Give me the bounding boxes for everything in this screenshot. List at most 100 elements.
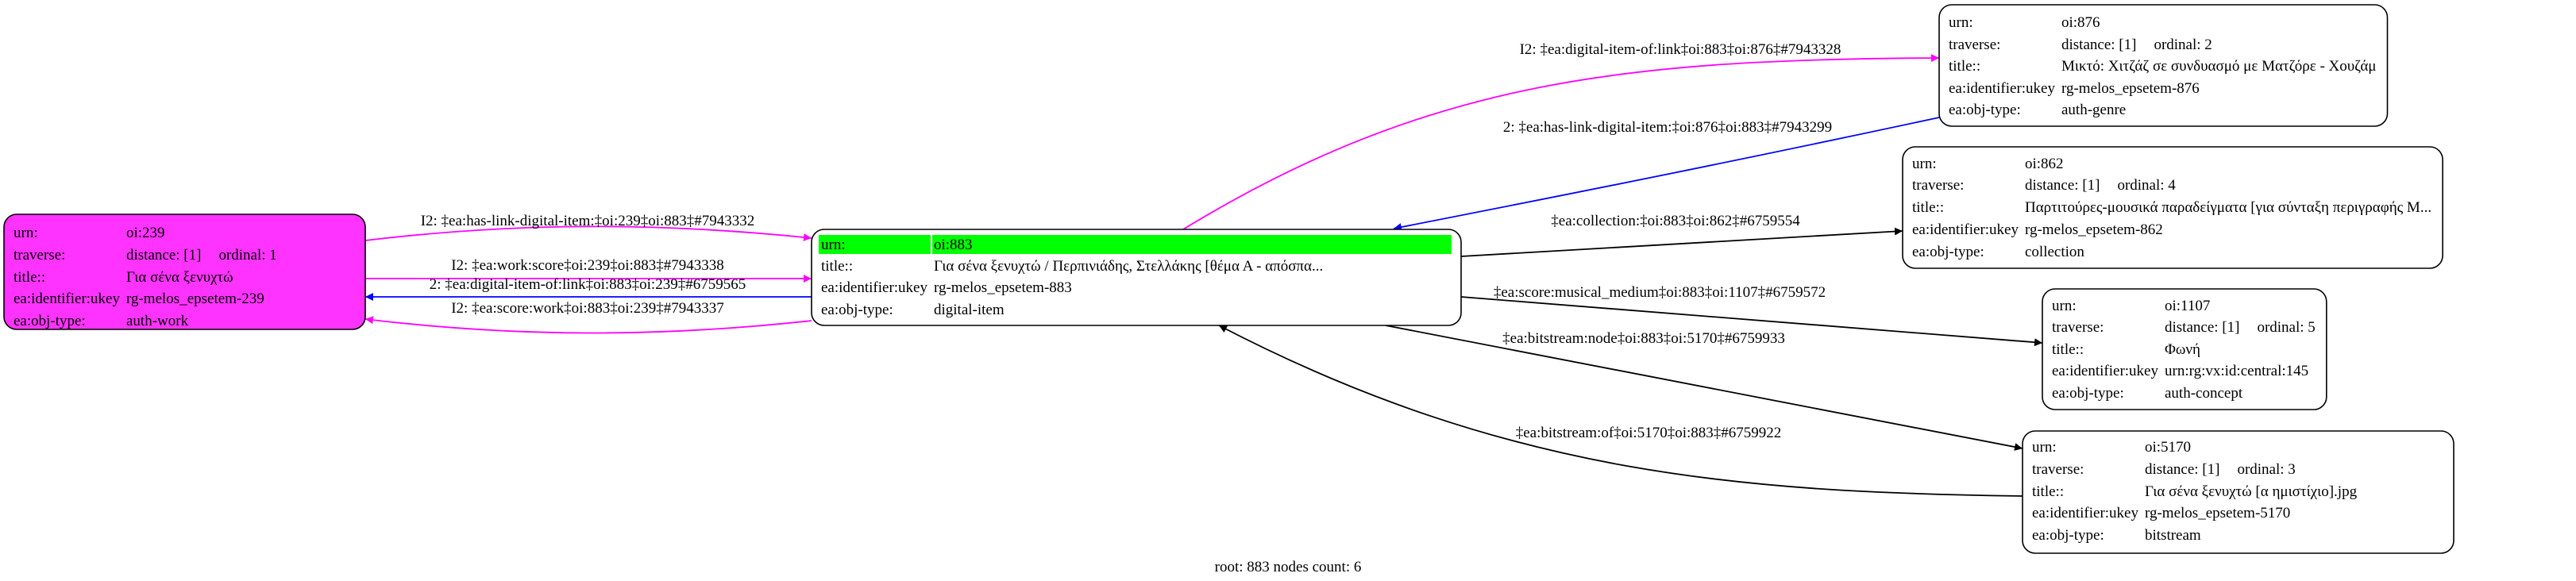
row-label: ea:identifier:ukey [2052, 363, 2158, 379]
row-label: traverse: [13, 247, 65, 264]
row-label: urn: [821, 237, 846, 253]
edge-883-to-239: I2: ‡ea:score:work‡oi:883‡oi:239‡#794333… [364, 300, 812, 334]
row-label: title:: [1912, 199, 1944, 216]
node-box [3, 214, 366, 330]
row-value: distance: [1] [2061, 37, 2136, 53]
nodes-layer: urn: oi:239 traverse: distance: [1] ordinal:… [3, 4, 2455, 554]
edge-label: ‡ea:collection:‡oi:883‡oi:862‡#6759554 [1551, 213, 1800, 229]
row-label: urn: [2052, 298, 2077, 314]
row-label: traverse: [2052, 319, 2104, 336]
edge-5170-to-883: ‡ea:bitstream:of‡oi:5170‡oi:883‡#6759922 [1218, 325, 2023, 497]
edge-line [1393, 117, 1940, 231]
edge-line [1218, 325, 2023, 497]
row-value: Για σένα ξενυχτώ / Περπινιάδης, Στελλάκη… [934, 258, 1323, 275]
row-label: urn: [1912, 156, 1937, 172]
footer-text: root: 883 nodes count: 6 [1215, 559, 1362, 575]
row-label: urn: [1949, 14, 1973, 31]
row-label: ea:obj-type: [1949, 102, 2021, 118]
edge-line [1182, 54, 1940, 230]
node-5170[interactable]: urn: oi:5170 traverse: distance: [1] ordinal… [2022, 430, 2455, 554]
edge-239-to-883: I2: ‡ea:work:score‡oi:239‡oi:883‡#794333… [365, 257, 812, 283]
row-label: ea:obj-type: [13, 313, 86, 329]
row-label: ea:obj-type: [1912, 244, 1984, 260]
row-label: ea:identifier:ukey [821, 279, 927, 296]
edge-883-to-5170: ‡ea:bitstream:node‡oi:883‡oi:5170‡#67599… [1385, 325, 2023, 452]
edge-label: ‡ea:bitstream:of‡oi:5170‡oi:883‡#6759922 [1516, 425, 1782, 441]
edge-line [1460, 227, 1903, 257]
edges-layer: I2: ‡ea:has-link-digital-item:‡oi:239‡oi… [364, 41, 2043, 497]
row-label: ea:obj-type: [2052, 385, 2124, 402]
edge-876-to-883: 2: ‡ea:has-link-digital-item:‡oi:876‡oi:… [1393, 117, 1940, 231]
row-extra: ordinal: 4 [2117, 177, 2176, 194]
row-value: Για σένα ξενυχτώ [126, 269, 233, 286]
edge-label: I2: ‡ea:score:work‡oi:883‡oi:239‡#794333… [451, 300, 724, 317]
node-box [2022, 430, 2455, 554]
row-value: collection [2025, 244, 2084, 260]
edge-label: 2: ‡ea:has-link-digital-item:‡oi:876‡oi:… [1503, 119, 1832, 136]
row-value: oi:876 [2061, 14, 2100, 31]
edge-line [364, 225, 812, 241]
row-label: ea:identifier:ukey [1949, 80, 2055, 97]
row-value: Παρτιτούρες-μουσικά παραδείγματα [για σύ… [2025, 199, 2431, 216]
row-label: title:: [13, 269, 45, 286]
row-label: ea:identifier:ukey [2032, 505, 2138, 521]
row-value: rg-melos_epsetem-5170 [2145, 505, 2290, 521]
node-box [1938, 4, 2389, 127]
row-label: title:: [1949, 58, 1980, 75]
row-label: ea:obj-type: [821, 302, 893, 318]
row-extra: ordinal: 2 [2154, 37, 2212, 53]
row-value: auth-genre [2061, 102, 2126, 118]
row-value: distance: [1] [2025, 177, 2100, 194]
row-label: ea:identifier:ukey [13, 290, 120, 307]
row-label: traverse: [1949, 37, 2000, 53]
edge-label: ‡ea:bitstream:node‡oi:883‡oi:5170‡#67599… [1502, 330, 1785, 347]
row-value: urn:rg:vx:id:central:145 [2165, 363, 2308, 379]
edge-line [1385, 325, 2023, 452]
row-value: oi:862 [2025, 156, 2064, 172]
row-extra: ordinal: 3 [2237, 461, 2295, 478]
row-value: bitstream [2145, 527, 2201, 544]
edge-239-to-883: I2: ‡ea:has-link-digital-item:‡oi:239‡oi… [364, 213, 812, 241]
highlight-cell [819, 235, 931, 254]
row-value: oi:5170 [2145, 439, 2191, 456]
row-label: traverse: [2032, 461, 2084, 478]
row-label: urn: [2032, 439, 2057, 456]
row-value: Για σένα ξενυχτώ [α ημιστίχιο].jpg [2145, 483, 2358, 500]
row-value: oi:239 [126, 225, 165, 241]
row-extra: ordinal: 5 [2257, 319, 2315, 336]
edge-label: I2: ‡ea:work:score‡oi:239‡oi:883‡#794333… [451, 257, 724, 274]
node-876[interactable]: urn: oi:876 traverse: distance: [1] ordinal:… [1938, 4, 2389, 127]
row-label: title:: [2052, 341, 2084, 358]
row-label: ea:identifier:ukey [1912, 221, 2019, 238]
row-label: urn: [13, 225, 38, 241]
row-label: title:: [2032, 483, 2064, 500]
row-value: rg-melos_epsetem-876 [2061, 80, 2200, 97]
node-box [1902, 146, 2443, 269]
edge-883-to-1107: ‡ea:score:musical_medium‡oi:883‡oi:1107‡… [1460, 284, 2043, 347]
edge-label: 2: ‡ea:digital-item-of:link‡oi:883‡oi:23… [430, 276, 746, 293]
edge-883-to-239: 2: ‡ea:digital-item-of:link‡oi:883‡oi:23… [365, 276, 812, 301]
edge-label: I2: ‡ea:digital-item-of:link‡oi:883‡oi:8… [1520, 41, 1841, 58]
row-value: auth-concept [2165, 385, 2243, 402]
row-label: title:: [821, 258, 853, 275]
row-value: rg-melos_epsetem-862 [2025, 221, 2163, 238]
row-label: traverse: [1912, 177, 1964, 194]
row-value: distance: [1] [2145, 461, 2219, 478]
node-box [2042, 288, 2327, 410]
edge-label: I2: ‡ea:has-link-digital-item:‡oi:239‡oi… [421, 213, 755, 229]
edge-label: ‡ea:score:musical_medium‡oi:883‡oi:1107‡… [1494, 284, 1826, 301]
row-value: rg-melos_epsetem-239 [126, 290, 264, 307]
row-value: Φωνή [2165, 341, 2200, 358]
node-862[interactable]: urn: oi:862 traverse: distance: [1] ordinal:… [1902, 146, 2443, 269]
row-value: rg-melos_epsetem-883 [934, 279, 1072, 296]
edge-883-to-876: I2: ‡ea:digital-item-of:link‡oi:883‡oi:8… [1182, 41, 1940, 230]
row-value: oi:1107 [2165, 298, 2210, 314]
row-value: distance: [1] [126, 247, 201, 264]
edge-883-to-862: ‡ea:collection:‡oi:883‡oi:862‡#6759554 [1460, 213, 1903, 257]
row-value: auth-work [126, 313, 189, 329]
row-value: oi:883 [934, 237, 973, 253]
